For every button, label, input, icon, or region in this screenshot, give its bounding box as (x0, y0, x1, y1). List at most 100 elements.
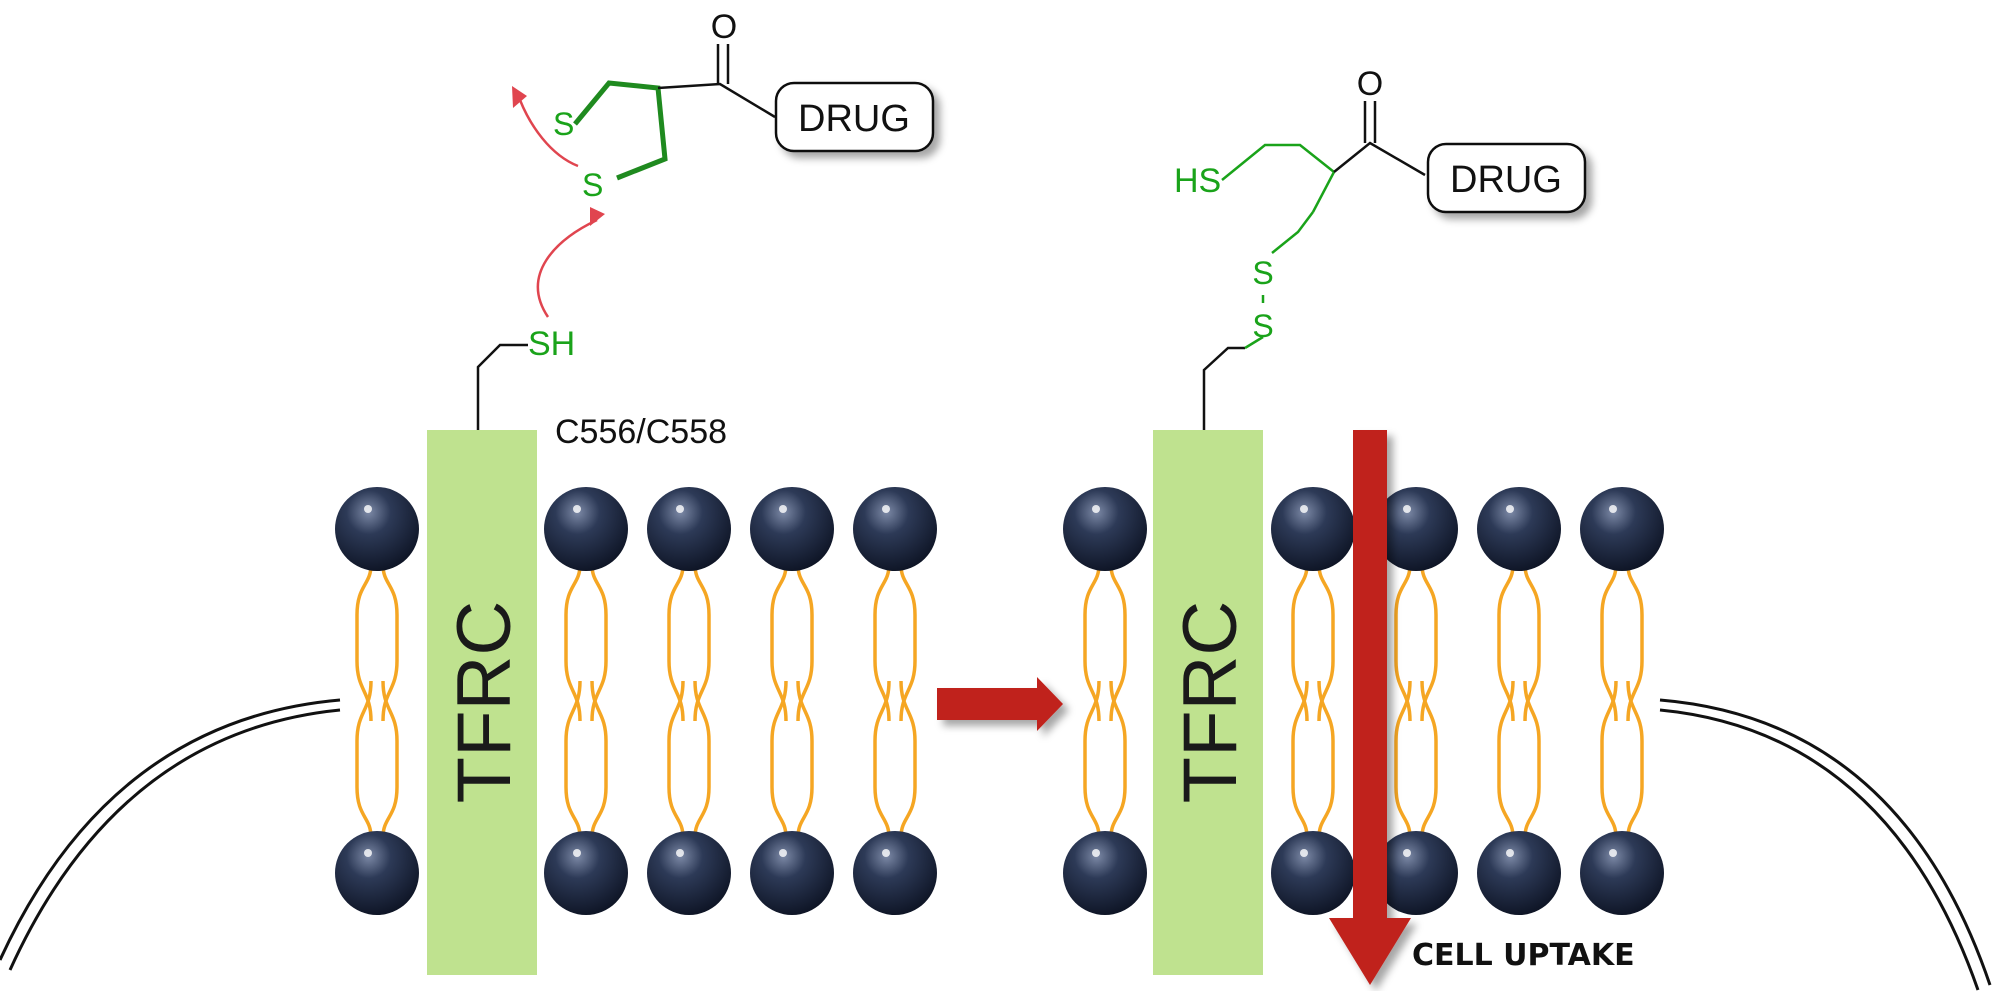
left-carbonyl-bonds (657, 44, 776, 119)
lipid-head-highlight (1092, 505, 1100, 513)
lipid-tail (667, 680, 685, 838)
lipid-tail (1626, 680, 1644, 838)
lipid-head (1271, 831, 1355, 915)
lipid-head-highlight (1300, 849, 1308, 857)
lipid-tail (1109, 680, 1127, 838)
lipid-head (647, 487, 731, 571)
lipid-molecule (1271, 487, 1355, 915)
drug-box-left: DRUG (774, 81, 935, 153)
right-cysteine-linker (1202, 346, 1245, 430)
lipid-tail (564, 680, 582, 838)
ring-sulfur-bottom: S (582, 167, 603, 203)
lipid-head-highlight (1609, 849, 1617, 857)
lipid-head (1477, 487, 1561, 571)
drug-label-right: DRUG (1450, 159, 1562, 201)
lipid-head-highlight (1506, 849, 1514, 857)
lipid-head-highlight (1609, 505, 1617, 513)
lipid-head (544, 487, 628, 571)
tfrc-protein-left: TFRC (427, 430, 537, 975)
lipid-tail (355, 680, 373, 838)
left-carbonyl-oxygen: O (711, 8, 737, 46)
disulfide-sulfur-top: S (1252, 255, 1273, 291)
lipid-tail (1083, 680, 1101, 838)
lipid-head-highlight (1403, 849, 1411, 857)
lipid-head (335, 487, 419, 571)
lipid-tail (1497, 680, 1515, 838)
lipid-molecule (1063, 487, 1147, 915)
curly-arrow-attack (536, 218, 598, 318)
disulfide-bonds (1244, 211, 1314, 350)
lipid-head-highlight (779, 849, 787, 857)
lipid-tail (770, 680, 788, 838)
lipid-head-highlight (882, 505, 890, 513)
lipid-head (1477, 831, 1561, 915)
lipid-tail (1317, 680, 1335, 838)
lipid-head (1374, 831, 1458, 915)
lipid-molecule (853, 487, 937, 915)
lipid-head-highlight (1092, 849, 1100, 857)
drug-label-left: DRUG (798, 98, 910, 140)
lipid-tail (381, 680, 399, 838)
lipid-head (1063, 487, 1147, 571)
lipid-head-highlight (676, 849, 684, 857)
cell-uptake-arrow (1329, 430, 1411, 985)
tfrc-label-right: TFRC (1168, 601, 1253, 804)
lipid-head (1063, 831, 1147, 915)
right-backbone-bonds (1221, 143, 1336, 213)
lipid-head-highlight (364, 849, 372, 857)
lipid-molecule (1477, 487, 1561, 915)
lipid-head-highlight (882, 849, 890, 857)
lipid-molecule (335, 487, 419, 915)
lipid-head-highlight (573, 849, 581, 857)
lipid-head (647, 831, 731, 915)
left-thiol-label: SH (528, 325, 575, 363)
lipid-tail (590, 680, 608, 838)
lipid-head-highlight (364, 505, 372, 513)
right-thiol-label: HS (1174, 162, 1221, 200)
lipid-head-highlight (1300, 505, 1308, 513)
lipid-head (1580, 831, 1664, 915)
curly-arrow-cleave-head (512, 86, 527, 108)
right-carbonyl-oxygen: O (1357, 65, 1383, 103)
lipid-tail (873, 680, 891, 838)
lipid-tail (1420, 680, 1438, 838)
lipid-head (544, 831, 628, 915)
curly-arrow-attack-head (590, 207, 605, 226)
lipid-head (1580, 487, 1664, 571)
lipid-head (750, 831, 834, 915)
lipid-head-highlight (779, 505, 787, 513)
lipid-head (853, 831, 937, 915)
curly-arrow-cleave (518, 99, 579, 168)
lipid-head-highlight (1506, 505, 1514, 513)
dithiolane-ring (573, 80, 668, 181)
lipid-tail (693, 680, 711, 838)
cell-membrane-outline-right (1659, 698, 1992, 991)
lipid-head (1271, 487, 1355, 571)
right-carbonyl-bonds (1333, 101, 1426, 177)
lipid-molecule (1580, 487, 1664, 915)
ring-sulfur-top: S (553, 106, 574, 142)
lipid-head-highlight (573, 505, 581, 513)
lipid-head (1374, 487, 1458, 571)
cell-uptake-label: CELL UPTAKE (1412, 938, 1635, 973)
lipid-molecule (1374, 487, 1458, 915)
lipid-tail (1394, 680, 1412, 838)
drug-box-right: DRUG (1426, 142, 1587, 214)
residue-label: C556/C558 (555, 413, 727, 451)
lipid-molecule (544, 487, 628, 915)
lipid-tail (796, 680, 814, 838)
reaction-arrow (937, 677, 1063, 731)
lipid-molecule (647, 487, 731, 915)
left-cysteine-linker (476, 343, 528, 430)
lipid-head (335, 831, 419, 915)
lipid-head (750, 487, 834, 571)
disulfide-sulfur-bottom: S (1252, 308, 1273, 344)
lipid-tail (1291, 680, 1309, 838)
lipid-molecule (750, 487, 834, 915)
lipid-tail (1523, 680, 1541, 838)
lipid-bilayer (335, 487, 1664, 915)
lipid-head (853, 487, 937, 571)
lipid-head-highlight (1403, 505, 1411, 513)
tfrc-protein-right: TFRC (1153, 430, 1263, 975)
